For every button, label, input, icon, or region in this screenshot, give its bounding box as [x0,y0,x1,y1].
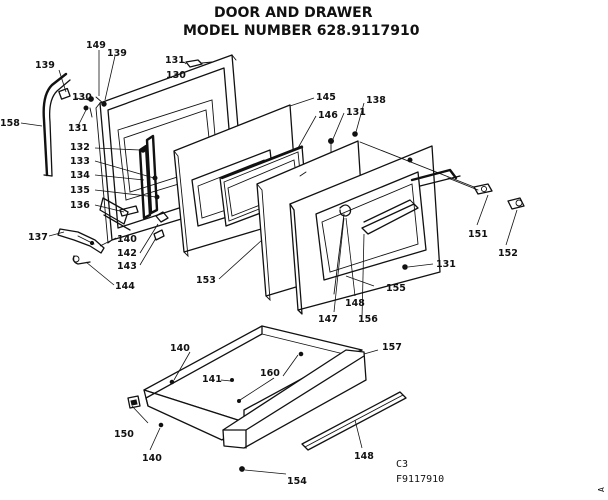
drawer-glide-clip [127,395,141,409]
callout-148-b: 148 [354,451,374,462]
diagram-title: DOOR AND DRAWER [214,5,373,21]
callout-140-c: 140 [142,453,162,464]
leader-lines [20,50,518,475]
callout-142: 142 [117,248,137,259]
edge-mark: A [597,487,606,492]
callout-138: 138 [366,95,386,106]
callout-140-b: 140 [170,343,190,354]
callout-160: 160 [260,368,280,379]
hinge-arm [57,228,105,254]
callout-154: 154 [287,476,307,487]
callout-131-d: 131 [436,259,456,270]
callout-153: 153 [196,275,216,286]
callout-136: 136 [70,200,90,211]
callout-130-b: 130 [72,92,92,103]
hinge-small-parts [153,211,169,241]
top-fasteners [83,59,213,118]
callout-134: 134 [70,170,90,181]
callout-147: 147 [318,314,338,325]
hinge-receivers [359,141,525,210]
footer-code-c3: C3 [396,459,408,470]
callout-130: 130 [166,70,186,81]
callout-137: 137 [28,232,48,243]
hinge-pin [72,255,91,265]
callout-145: 145 [316,92,336,103]
callout-132: 132 [70,142,90,153]
callout-148: 148 [345,298,365,309]
callout-131: 131 [165,55,185,66]
callout-133: 133 [70,156,90,167]
callout-135: 135 [70,185,90,196]
drawer-front [222,349,367,449]
door-handle-bar [42,72,71,177]
outer-handle [361,199,419,235]
callout-139-b: 139 [107,48,127,59]
callout-158: 158 [0,118,20,129]
callout-150: 150 [114,429,134,440]
callout-155: 155 [386,283,406,294]
trim-strip [301,391,407,451]
callout-143: 143 [117,261,137,272]
callout-144: 144 [115,281,135,292]
callout-156: 156 [358,314,378,325]
footer-code-figure: F9117910 [396,474,444,485]
callout-152: 152 [498,248,518,259]
callout-157: 157 [382,342,402,353]
drawer-screw [158,422,164,428]
callout-151: 151 [468,229,488,240]
callout-146: 146 [318,110,338,121]
callout-131-b: 131 [68,123,88,134]
model-number: MODEL NUMBER 628.9117910 [183,23,420,39]
callout-131-c: 131 [346,107,366,118]
callout-labels: 131 130 139 149 139 158 130 131 132 133 … [0,40,518,487]
callout-141: 141 [202,374,222,385]
handle-endcap [333,204,352,295]
callout-139: 139 [35,60,55,71]
outer-door-panel [289,145,461,315]
drawer-body [143,325,363,441]
callout-140: 140 [117,234,137,245]
callout-149: 149 [86,40,106,51]
right-screws [328,131,408,270]
bottom-screw [239,466,245,472]
